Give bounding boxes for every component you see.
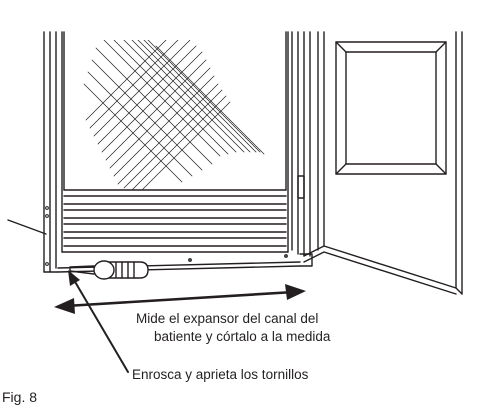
entry-door-panel [335, 41, 447, 175]
screw-leader-arrowhead [68, 270, 80, 286]
wall-line [7, 219, 47, 235]
entry-door-frame [309, 31, 463, 295]
figure-label: Fig. 8 [2, 389, 38, 405]
bottom-expander-panel [61, 189, 289, 253]
floor-line [303, 245, 463, 295]
door-latch [297, 175, 305, 199]
measure-arrow [64, 290, 296, 308]
glass-reflection [83, 40, 265, 190]
measure-arrow-right-head [285, 284, 306, 300]
measure-arrow-left-head [54, 298, 75, 314]
screw-leader-line [73, 279, 129, 373]
screw-caption: Enrosca y aprieta los tornillos [132, 367, 309, 382]
storm-door-frame [43, 31, 305, 273]
glass-panel [61, 31, 289, 253]
measure-caption-line-1: Mide el expansor del canal del [136, 311, 319, 326]
measure-caption-line-2: batiente y córtalo a la medida [154, 329, 331, 344]
edge-screws [45, 206, 49, 266]
screwdriver-icon [69, 260, 149, 280]
